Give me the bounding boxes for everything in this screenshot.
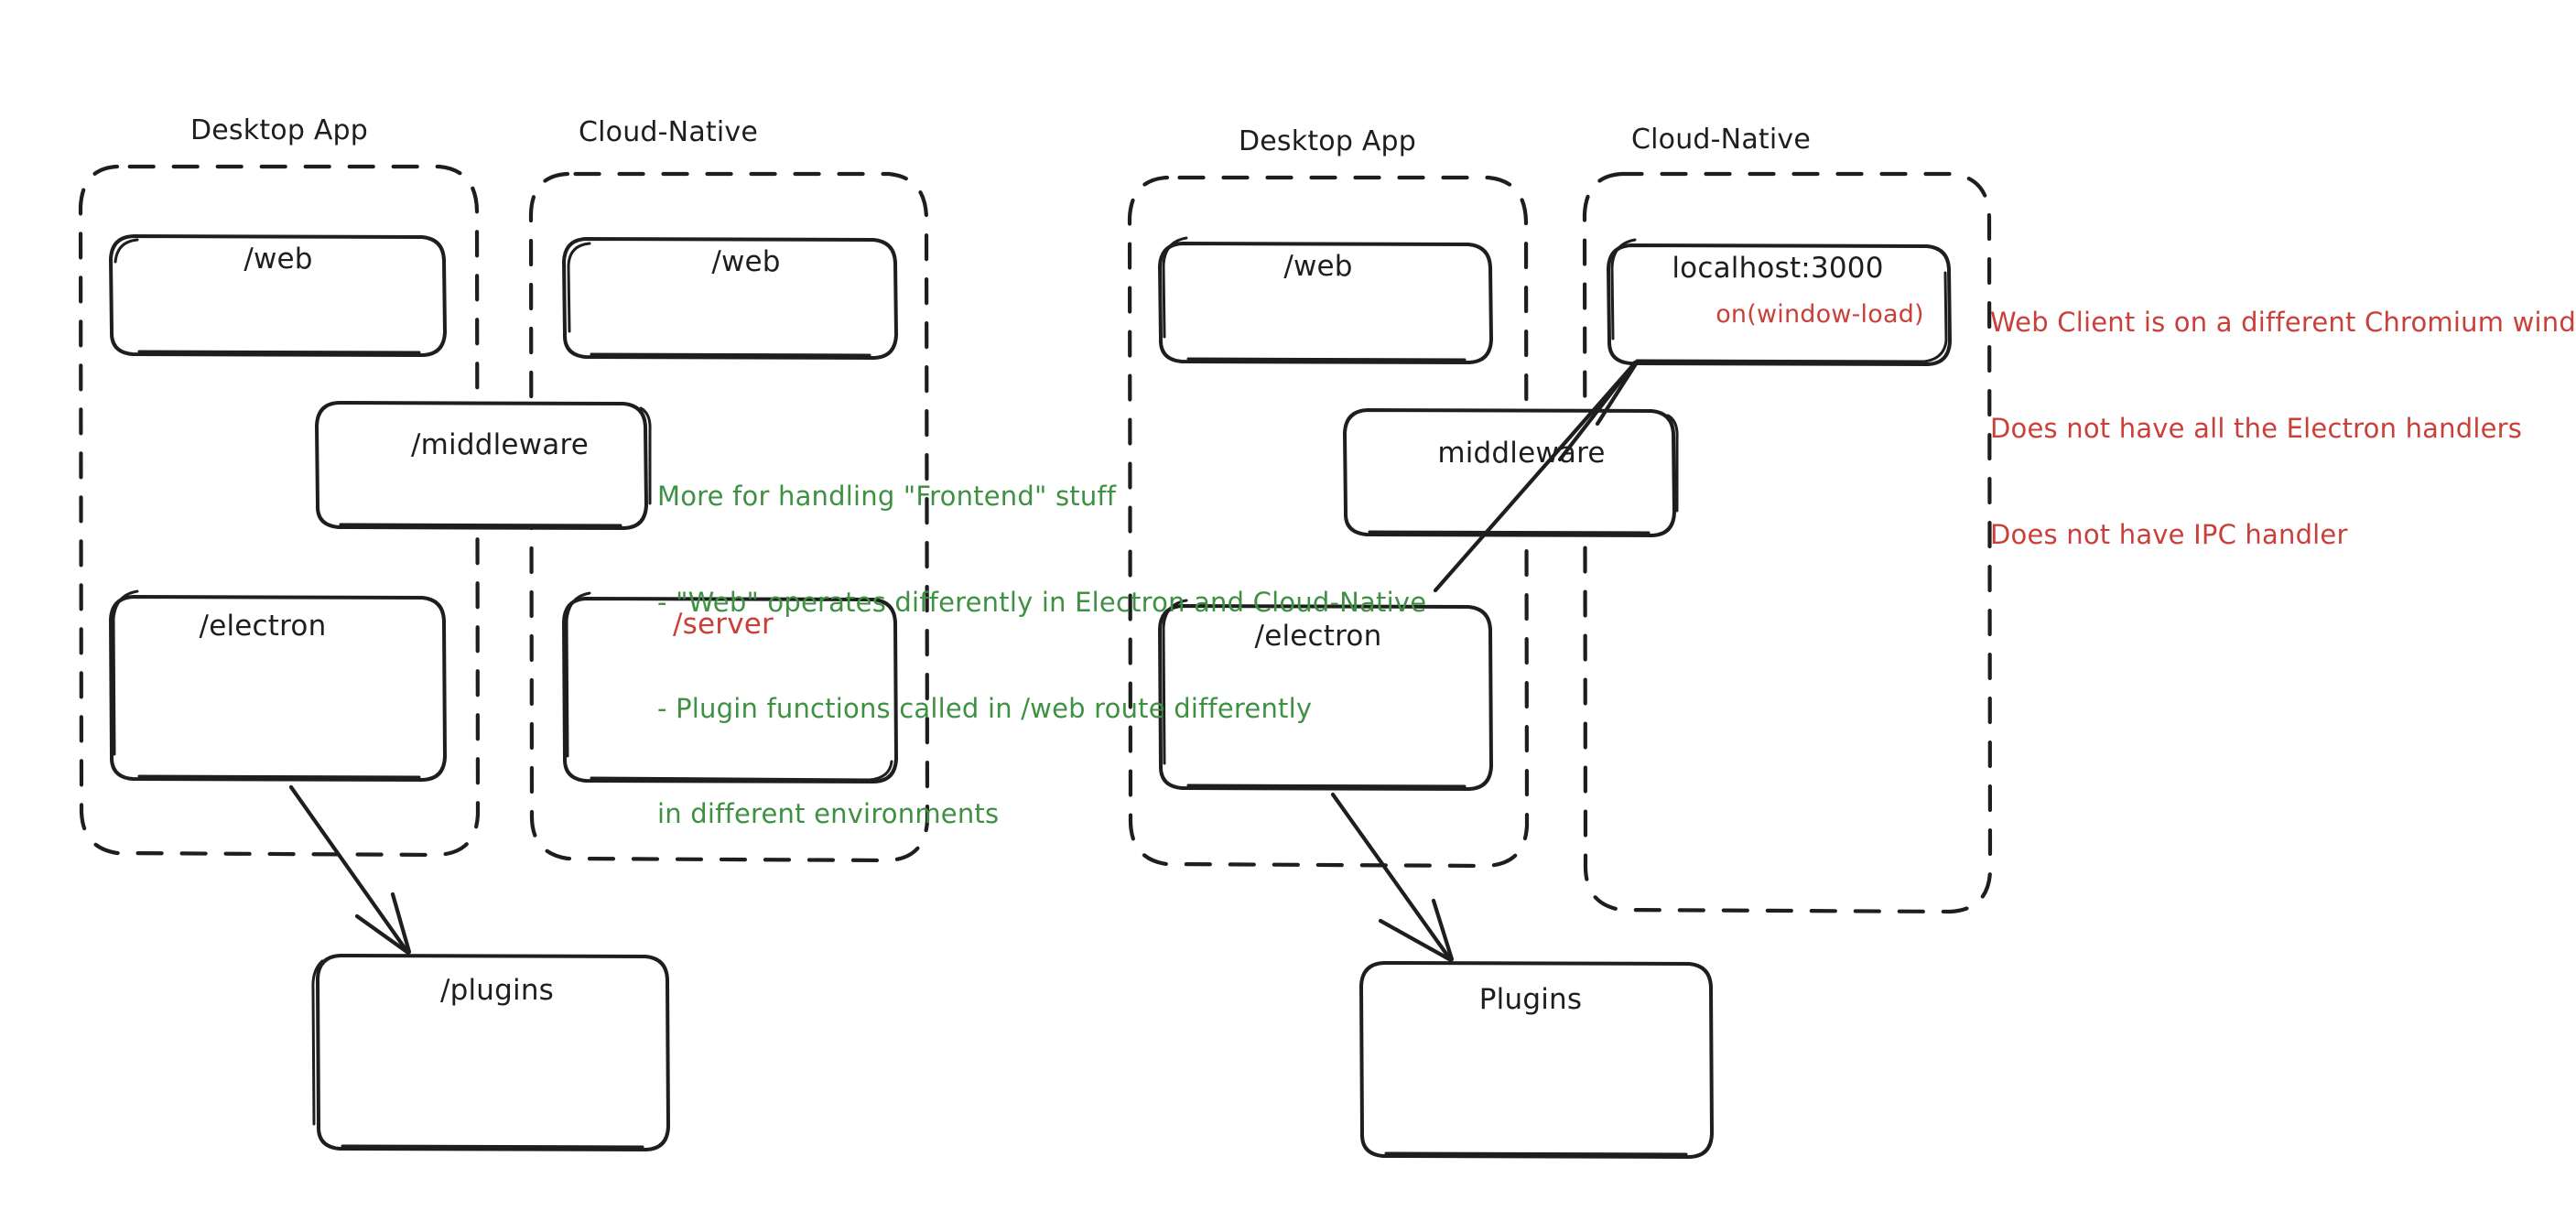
- right-plugins-box[interactable]: [1359, 961, 1714, 1159]
- right-plugins-label: Plugins: [1478, 983, 1583, 1016]
- left-electron-label: /electron: [199, 610, 327, 643]
- left-electron-box[interactable]: [109, 589, 447, 782]
- right-electron-box[interactable]: [1158, 599, 1493, 791]
- red-note-line-3: Does not have IPC handler: [1990, 518, 2348, 550]
- green-note-line-3: - Plugin functions called in /web route …: [657, 692, 1313, 724]
- right-cloud-native-container: [1582, 171, 1993, 914]
- left-electron-to-plugins-arrow: [288, 784, 412, 956]
- left-plugins-box[interactable]: [311, 954, 670, 1151]
- left-cloud-native-title: Cloud-Native: [578, 116, 759, 148]
- right-desktop-web-box[interactable]: [1158, 236, 1493, 364]
- right-middleware-box[interactable]: [1343, 408, 1679, 537]
- left-desktop-app-container: [78, 164, 481, 858]
- left-middleware-label: /middleware: [411, 428, 589, 461]
- right-cloud-native-title: Cloud-Native: [1630, 124, 1812, 156]
- red-note-line-1: Web Client is on a different Chromium wi…: [1990, 307, 2576, 339]
- right-localhost-sublabel: on(window-load): [1716, 300, 1924, 329]
- left-desktop-app-title: Desktop App: [189, 114, 369, 146]
- right-localhost-label: localhost:3000: [1672, 252, 1884, 285]
- left-desktop-web-label: /web: [244, 243, 313, 276]
- right-desktop-app-title: Desktop App: [1238, 125, 1417, 157]
- left-middleware-box[interactable]: [315, 401, 652, 530]
- left-cloud-web-label: /web: [711, 245, 781, 278]
- left-server-box[interactable]: [562, 591, 898, 784]
- red-note: Web Client is on a different Chromium wi…: [1990, 234, 2576, 622]
- right-middleware-label: middleware: [1437, 437, 1606, 470]
- right-electron-label: /electron: [1254, 620, 1382, 653]
- right-desktop-app-container: [1127, 175, 1530, 869]
- right-electron-to-localhost-arrow: [1433, 360, 1640, 593]
- green-note: More for handling "Frontend" stuff - "We…: [657, 408, 1426, 902]
- left-plugins-label: /plugins: [439, 974, 555, 1007]
- left-cloud-native-container: [528, 171, 930, 863]
- left-desktop-web-box[interactable]: [109, 234, 447, 357]
- right-localhost-box[interactable]: [1607, 238, 1952, 366]
- green-note-line-2: - "Web" operates differently in Electron…: [657, 586, 1427, 618]
- green-note-line-4: in different environments: [657, 798, 1000, 830]
- green-note-line-1: More for handling "Frontend" stuff: [657, 481, 1117, 513]
- left-server-label: /server: [673, 608, 774, 641]
- right-electron-to-plugins-arrow: [1330, 792, 1455, 963]
- red-note-line-2: Does not have all the Electron handlers: [1990, 412, 2523, 444]
- left-cloud-web-box[interactable]: [562, 237, 898, 360]
- right-desktop-web-label: /web: [1283, 250, 1353, 283]
